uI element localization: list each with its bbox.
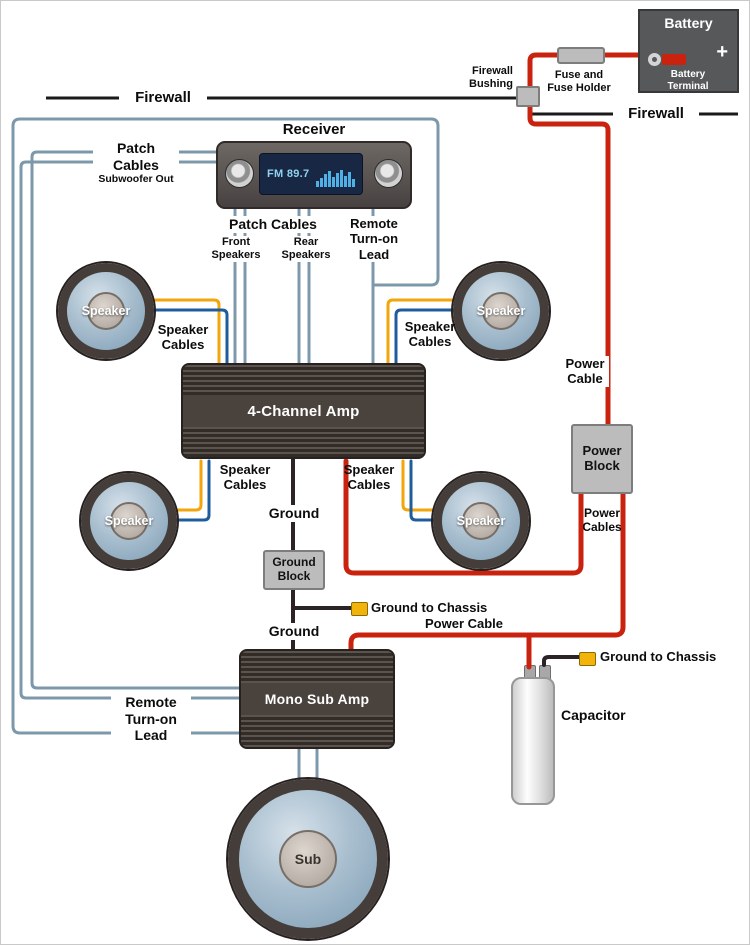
sub-dust-cap: Sub (279, 830, 337, 888)
amp-fins-top (241, 651, 393, 683)
speaker-upper-right: Speaker (453, 263, 549, 359)
firewall-bushing (516, 86, 540, 107)
amp-fins-top (183, 365, 424, 395)
receiver-label: Receiver (282, 121, 346, 138)
wire-ground-capacitor (542, 655, 582, 667)
amp-fins-bottom (183, 427, 424, 457)
wire-patch-subwoofer-2 (19, 160, 243, 700)
speaker-label: Speaker (476, 304, 526, 318)
speaker-cables-ul-label: Speaker Cables (157, 322, 209, 353)
wire-speaker-ul-yellow (150, 298, 221, 365)
power-cable-sub-label: Power Cable (425, 616, 504, 631)
battery-terminal-sleeve-icon (662, 54, 686, 65)
receiver-knob-right-icon (374, 159, 403, 188)
fuse-holder-label: Fuse and Fuse Holder (547, 69, 611, 94)
speaker-dust-cap (482, 292, 520, 330)
capacitor-label: Capacitor (561, 707, 626, 723)
rear-speakers-label: Rear Speakers (277, 236, 335, 262)
amp-4channel: 4-Channel Amp (181, 363, 426, 459)
wire-speaker-ul-blue (150, 308, 229, 365)
wire-speaker-ur-yellow (386, 298, 456, 365)
ring-terminal-icon (351, 602, 368, 616)
wire-speaker-ll-yellow (175, 459, 203, 512)
ring-terminal-icon (579, 652, 596, 666)
speaker-cables-ur-label: Speaker Cables (404, 319, 456, 350)
ground-to-chassis-cap-label: Ground to Chassis (600, 649, 717, 664)
wire-speaker-ll-blue (175, 459, 211, 522)
subwoofer-out-label: Subwoofer Out (98, 173, 174, 186)
wire-patch-subwoofer-1 (30, 150, 243, 690)
power-cable-main-label: Power Cable (561, 356, 609, 387)
remote-turn-on-top-label: Remote Turn-on Lead (344, 216, 404, 262)
battery-plus-sign: + (716, 41, 728, 63)
ground-lower-label: Ground (265, 623, 323, 640)
eq-bars-icon (316, 161, 355, 187)
firewall-right-label: Firewall (613, 105, 699, 123)
speaker-dust-cap (87, 292, 125, 330)
receiver: FM 89.7 (216, 141, 412, 209)
speaker-dust-cap (462, 502, 500, 540)
power-cables-label: Power Cables (582, 506, 622, 535)
wire-speaker-lr-yellow (401, 459, 436, 512)
mono-sub-amp: Mono Sub Amp (239, 649, 395, 749)
wire-power-main (527, 52, 641, 427)
speaker-label: Speaker (456, 514, 506, 528)
ground-to-chassis-amp-label: Ground to Chassis (371, 600, 488, 615)
front-speakers-label: Front Speakers (207, 236, 265, 262)
wire-power-to-4channel-amp (343, 458, 584, 576)
receiver-knob-left-icon (225, 159, 254, 188)
wire-remote-turn-on-loop (11, 117, 440, 735)
battery-terminal-label: Battery Terminal (667, 69, 709, 92)
power-block: Power Block (571, 424, 633, 494)
fuse-holder (557, 47, 605, 64)
speaker-lower-left: Speaker (81, 473, 177, 569)
wire-power-to-mono-amp (348, 491, 626, 654)
battery-box: Battery + Battery Terminal (638, 9, 739, 93)
firewall-left-label: Firewall (119, 89, 207, 107)
speaker-dust-cap (110, 502, 148, 540)
receiver-display: FM 89.7 (259, 153, 363, 195)
remote-turn-on-bottom-label: Remote Turn-on Lead (111, 694, 191, 744)
speaker-lower-right: Speaker (433, 473, 529, 569)
patch-cables-subwoofer-label: Patch Cables Subwoofer Out (93, 140, 179, 186)
wire-speaker-ur-blue (394, 308, 456, 365)
ground-upper-label: Ground (265, 505, 323, 522)
sub-label: Sub (294, 851, 322, 867)
battery-terminal-ring-icon (646, 51, 663, 68)
mono-sub-amp-label: Mono Sub Amp (241, 683, 393, 715)
firewall-bushing-label: Firewall Bushing (469, 65, 513, 90)
amp-fins-bottom (241, 715, 393, 747)
speaker-upper-left: Speaker (58, 263, 154, 359)
subwoofer: Sub (228, 779, 388, 939)
capacitor (511, 677, 555, 805)
ground-block: Ground Block (263, 550, 325, 590)
battery-label: Battery (664, 15, 713, 31)
speaker-label: Speaker (81, 304, 131, 318)
patch-cables-amp-label: Patch Cables (222, 216, 324, 233)
speaker-label: Speaker (104, 514, 154, 528)
speaker-cables-lr-label: Speaker Cables (343, 462, 395, 493)
speaker-cables-ll-label: Speaker Cables (219, 462, 271, 493)
receiver-display-text: FM 89.7 (267, 168, 310, 180)
wire-speaker-lr-blue (409, 459, 436, 522)
amp-4channel-label: 4-Channel Amp (183, 395, 424, 427)
patch-cables-subwoofer-title: Patch Cables (113, 140, 159, 173)
